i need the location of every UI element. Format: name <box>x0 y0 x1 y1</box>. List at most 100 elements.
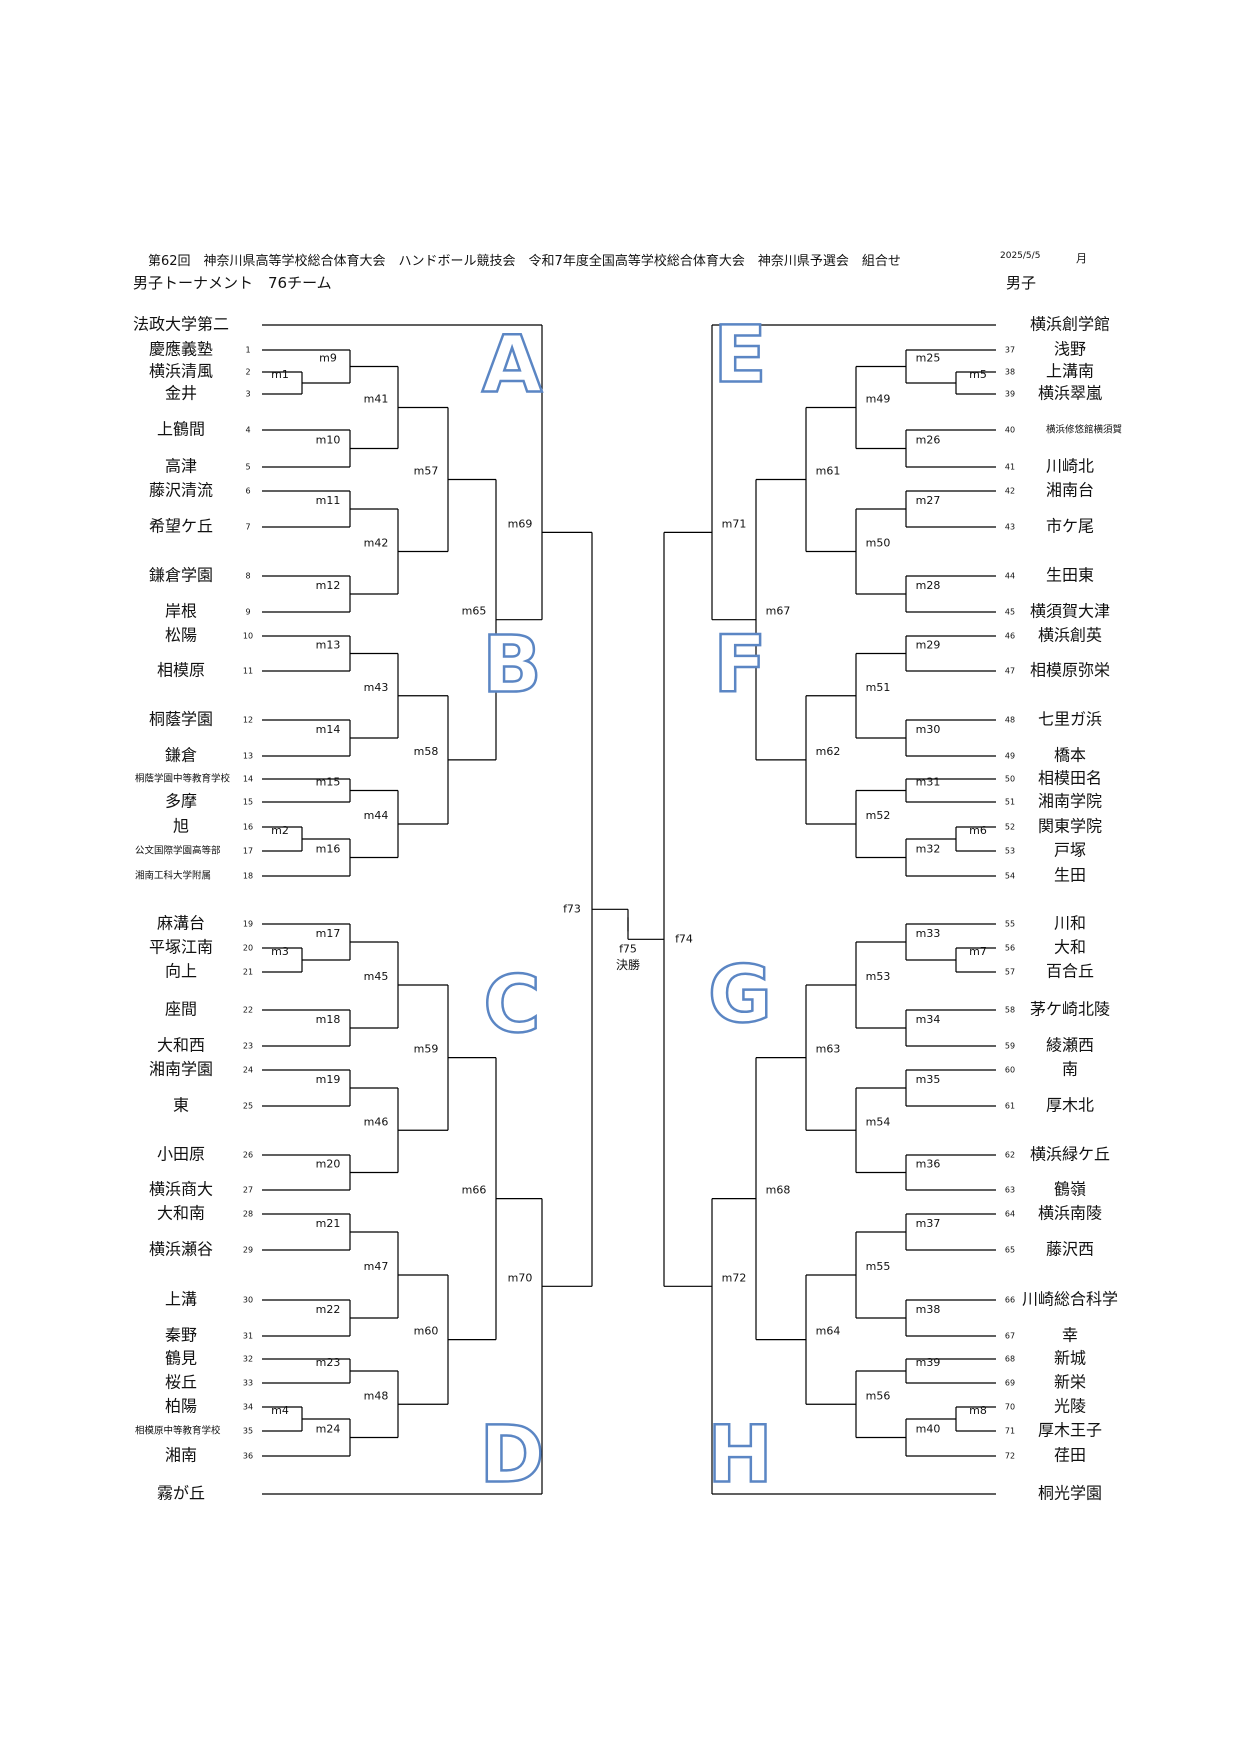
match-label: m7 <box>969 945 987 958</box>
team-number: 61 <box>1005 1102 1015 1111</box>
block-letter: C <box>483 960 540 1050</box>
match-label: m17 <box>316 927 341 940</box>
match-label: m42 <box>364 537 389 550</box>
team-name: 川崎北 <box>1046 457 1094 476</box>
match-label: m46 <box>364 1115 389 1128</box>
team-number: 9 <box>245 608 250 617</box>
match-label: m67 <box>766 605 791 618</box>
team-name: 向上 <box>165 962 197 981</box>
team-name: 桜丘 <box>165 1373 197 1392</box>
team-name: 多摩 <box>165 792 197 811</box>
team-number: 62 <box>1005 1151 1015 1160</box>
team-name: 川崎総合科学 <box>1022 1290 1118 1309</box>
team-number: 43 <box>1005 523 1015 532</box>
match-label: m22 <box>316 1303 341 1316</box>
team-name: 横浜緑ケ丘 <box>1030 1145 1110 1164</box>
match-label: m49 <box>866 393 891 406</box>
team-name: 綾瀬西 <box>1046 1036 1094 1055</box>
team-number: 53 <box>1005 847 1015 856</box>
match-label: m3 <box>271 945 289 958</box>
match-label: m56 <box>866 1389 891 1402</box>
block-letter: A <box>482 320 542 410</box>
team-number: 6 <box>245 487 250 496</box>
match-label: m70 <box>508 1271 533 1284</box>
team-name: 平塚江南 <box>149 938 213 957</box>
team-name: 桐蔭学園 <box>149 710 213 729</box>
team-name: 岸根 <box>165 602 197 621</box>
match-label: m61 <box>816 465 841 478</box>
team-name: 藤沢清流 <box>149 481 213 500</box>
block-letter: D <box>480 1410 545 1500</box>
match-label: m35 <box>916 1073 941 1086</box>
team-number: 56 <box>1005 944 1015 953</box>
team-name: 厚木王子 <box>1038 1421 1102 1440</box>
match-label: m13 <box>316 639 341 652</box>
team-name: 浅野 <box>1054 340 1086 359</box>
final-label: 決勝 <box>616 957 640 972</box>
match-label: m26 <box>916 434 941 447</box>
team-number: 49 <box>1005 752 1015 761</box>
team-name: 横浜創英 <box>1038 626 1102 645</box>
team-number: 22 <box>243 1006 253 1015</box>
match-label: m51 <box>866 681 891 694</box>
team-number: 39 <box>1005 390 1015 399</box>
match-label: m23 <box>316 1356 341 1369</box>
match-label: m59 <box>414 1043 439 1056</box>
seed-team-name: 横浜創学館 <box>1030 315 1110 334</box>
match-label: m25 <box>916 352 941 365</box>
team-name: 相模原 <box>157 661 205 680</box>
left-heading: 男子トーナメント 76チーム <box>133 274 332 292</box>
team-number: 42 <box>1005 487 1015 496</box>
team-name: 鎌倉 <box>165 746 197 765</box>
team-number: 24 <box>243 1066 253 1075</box>
match-label: m12 <box>316 579 341 592</box>
match-label: m2 <box>271 824 289 837</box>
block-letter: F <box>713 620 766 710</box>
match-label: m34 <box>916 1013 941 1026</box>
match-label: m66 <box>462 1184 487 1197</box>
team-number: 12 <box>243 716 253 725</box>
team-name: 高津 <box>165 457 197 476</box>
team-number: 21 <box>243 968 253 977</box>
team-name: 戸塚 <box>1054 841 1086 860</box>
match-label: m58 <box>414 745 439 758</box>
team-name: 横浜南陵 <box>1038 1204 1102 1223</box>
team-number: 28 <box>243 1210 253 1219</box>
match-label: m38 <box>916 1303 941 1316</box>
match-label: m24 <box>316 1423 341 1436</box>
seed-team-name: 法政大学第二 <box>133 315 229 334</box>
team-number: 19 <box>243 920 253 929</box>
match-label: m55 <box>866 1260 891 1273</box>
match-label: m43 <box>364 681 389 694</box>
team-name: 鶴嶺 <box>1054 1180 1086 1199</box>
team-name: 光陵 <box>1054 1397 1086 1416</box>
team-number: 23 <box>243 1042 253 1051</box>
team-number: 7 <box>245 523 250 532</box>
team-number: 48 <box>1005 716 1015 725</box>
team-number: 59 <box>1005 1042 1015 1051</box>
match-label: m50 <box>866 537 891 550</box>
block-letter: G <box>708 950 772 1040</box>
match-label: m62 <box>816 745 841 758</box>
team-name: 相模原弥栄 <box>1030 661 1110 680</box>
match-label: m54 <box>866 1115 891 1128</box>
match-label: m48 <box>364 1389 389 1402</box>
match-label: m60 <box>414 1325 439 1338</box>
team-number: 68 <box>1005 1355 1015 1364</box>
team-number: 2 <box>245 368 250 377</box>
match-label: m1 <box>271 368 289 381</box>
team-number: 8 <box>245 572 250 581</box>
team-name: 市ケ尾 <box>1046 517 1094 536</box>
team-number: 71 <box>1005 1427 1015 1436</box>
team-number: 44 <box>1005 572 1015 581</box>
match-label: m52 <box>866 809 891 822</box>
team-name: 大和西 <box>157 1036 205 1055</box>
match-label: m8 <box>969 1404 987 1417</box>
team-number: 25 <box>243 1102 253 1111</box>
team-number: 46 <box>1005 632 1015 641</box>
team-name: 金井 <box>165 384 197 403</box>
team-name: 座間 <box>165 1000 197 1019</box>
match-label: m36 <box>916 1158 941 1171</box>
match-label: m15 <box>316 776 341 789</box>
